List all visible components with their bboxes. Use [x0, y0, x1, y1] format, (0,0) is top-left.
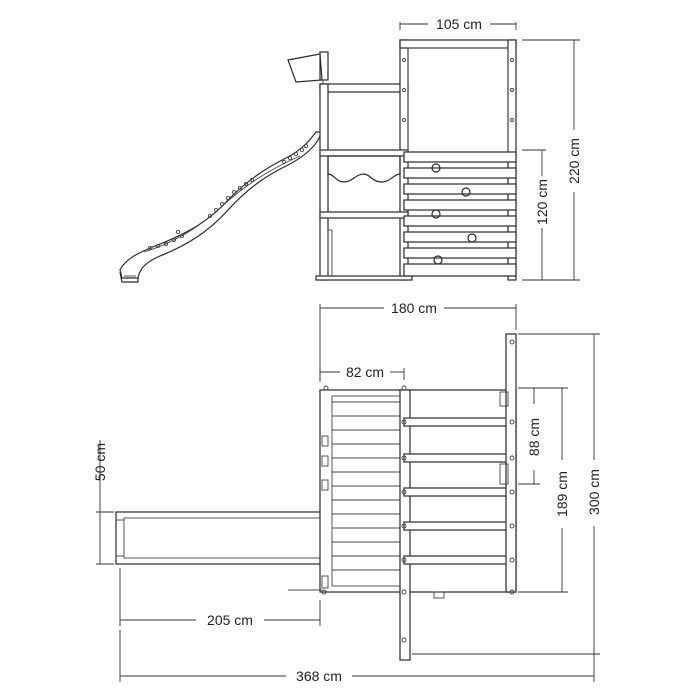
dim-label-105: 105 cm [436, 16, 482, 32]
dimension-105: 105 cm [399, 16, 517, 32]
dimension-189: 189 cm [518, 387, 570, 593]
telescope-side [287, 51, 329, 86]
dim-label-180: 180 cm [391, 300, 437, 316]
dim-label-368: 368 cm [296, 668, 342, 684]
slide-top-view [115, 511, 338, 565]
dimension-82: 82 cm [319, 364, 405, 380]
side-elevation-view: 105 cm 220 cm 120 cm [119, 16, 582, 283]
dim-label-82: 82 cm [346, 364, 384, 380]
tower-deck-top [288, 333, 517, 661]
top-plan-view: 180 cm 82 cm 50 cm 205 cm [92, 300, 602, 684]
dimension-220: 220 cm [522, 39, 582, 281]
slide-side-view [119, 131, 323, 283]
dimension-120: 120 cm [522, 149, 550, 281]
dimension-180: 180 cm [319, 300, 517, 382]
left-frame-side [315, 39, 413, 281]
dim-label-189: 189 cm [554, 471, 570, 517]
dimension-368: 368 cm [119, 630, 595, 684]
dimension-205: 205 cm [119, 568, 321, 628]
dim-label-120: 120 cm [534, 179, 550, 225]
dim-label-205: 205 cm [207, 612, 253, 628]
dimension-88: 88 cm [518, 387, 542, 485]
dimension-300: 300 cm [412, 333, 602, 655]
dimension-50: 50 cm [92, 440, 114, 565]
dim-label-50: 50 cm [92, 443, 108, 481]
dim-label-300: 300 cm [586, 469, 602, 515]
dim-label-220: 220 cm [566, 138, 582, 184]
climbing-wall-tower-side [399, 39, 517, 281]
dim-label-88: 88 cm [526, 418, 542, 456]
